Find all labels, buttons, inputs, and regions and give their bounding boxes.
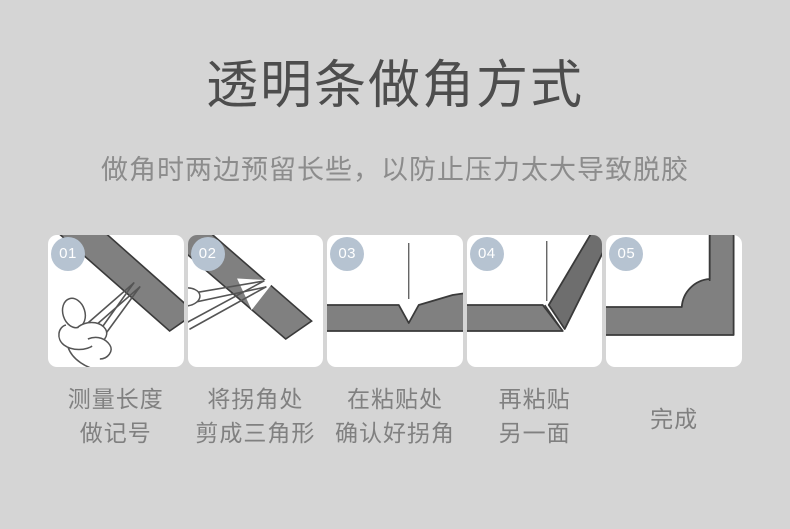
step-caption-2-line2: 剪成三角形 <box>195 420 316 446</box>
step-panel-2[interactable]: 02 <box>187 235 324 367</box>
step-caption-3-line1: 在粘贴处 <box>346 386 443 412</box>
step-caption-1-line2: 做记号 <box>79 420 152 446</box>
step-caption-1: 测量长度 做记号 <box>48 382 184 462</box>
step-badge-2: 02 <box>190 237 225 271</box>
step-panel-4[interactable]: 04 <box>466 235 603 367</box>
step-caption-3: 在粘贴处 确认好拐角 <box>327 382 463 462</box>
strip-folded-up-at-corner-icon <box>466 235 603 367</box>
page-subtitle: 做角时两边预留长些，以防止压力太大导致脱胶 <box>101 155 689 185</box>
hand-with-scissors-measuring-strip-icon <box>48 235 184 367</box>
step-badge-3: 03 <box>330 237 365 271</box>
step-caption-2-line1: 将拐角处 <box>207 386 304 412</box>
step-caption-5: 完成 <box>606 382 742 462</box>
step-panel-row: 01 02 <box>48 235 742 367</box>
step-badge-5: 05 <box>609 237 644 271</box>
step-caption-1-line1: 测量长度 <box>67 386 164 412</box>
step-badge-4: 04 <box>469 237 504 271</box>
step-caption-3-line2: 确认好拐角 <box>334 420 455 446</box>
step-caption-4-line2: 另一面 <box>498 420 571 446</box>
step-panel-1[interactable]: 01 <box>48 235 184 367</box>
page-title: 透明条做角方式 <box>205 57 584 115</box>
step-caption-2: 将拐角处 剪成三角形 <box>188 382 324 462</box>
step-caption-row: 测量长度 做记号 将拐角处 剪成三角形 在粘贴处 确认好拐角 再粘贴 另一面 完… <box>48 382 742 462</box>
strip-with-v-notch-at-corner-icon <box>327 235 463 367</box>
step-panel-3[interactable]: 03 <box>327 235 463 367</box>
step-caption-5-line1: 完成 <box>650 406 699 432</box>
step-panel-5[interactable]: 05 <box>606 235 742 367</box>
step-badge-1: 01 <box>51 237 85 271</box>
step-caption-4: 再粘贴 另一面 <box>467 382 603 462</box>
step-caption-4-line1: 再粘贴 <box>498 386 571 412</box>
finished-rounded-corner-icon <box>606 235 742 367</box>
